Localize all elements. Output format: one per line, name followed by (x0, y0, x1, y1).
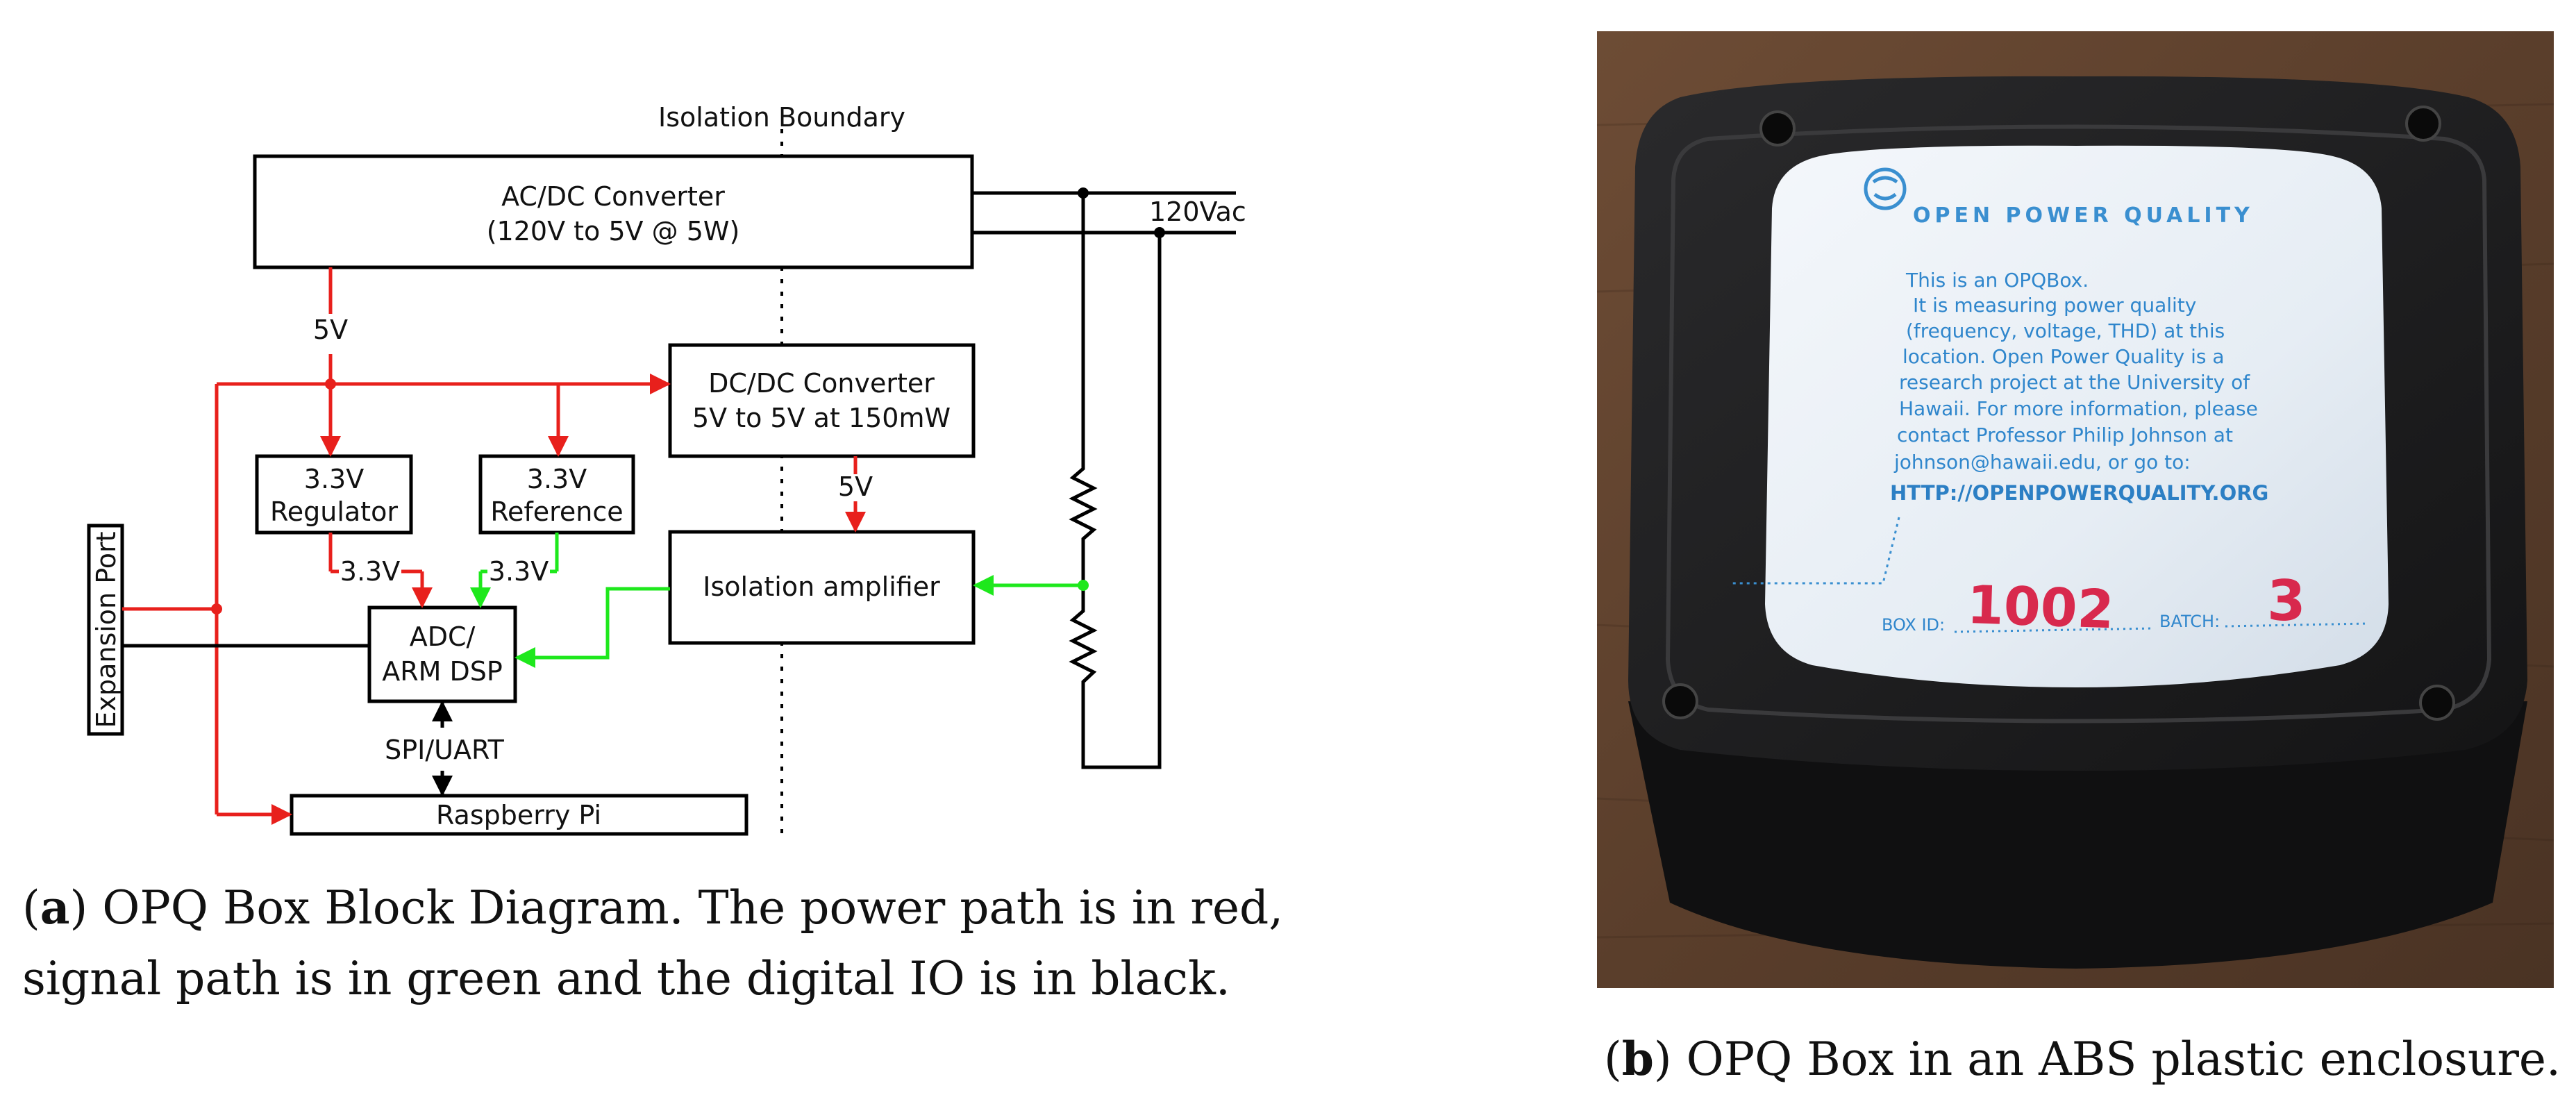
sticker-line: research project at the University of (1899, 371, 2250, 394)
signal-junction-divider (1078, 580, 1089, 591)
sticker-line: contact Professor Philip Johnson at (1897, 424, 2233, 446)
dsp-label: ARM DSP (382, 656, 503, 687)
caption-a-line1: (a) OPQ Box Block Diagram. The power pat… (22, 880, 1283, 935)
reference-output-label: 3.3V (489, 556, 549, 587)
power-5v-label: 5V (313, 315, 348, 345)
sticker-line: (frequency, voltage, THD) at this (1906, 319, 2225, 342)
regulator-output-label: 3.3V (340, 556, 400, 587)
isolation-boundary-label: Isolation Boundary (658, 102, 905, 133)
ac-dc-converter-title: AC/DC Converter (501, 181, 725, 212)
label-sticker (1765, 145, 2389, 687)
ac-dc-converter-spec: (120V to 5V @ 5W) (487, 216, 740, 246)
batch-label: BATCH: (2159, 612, 2220, 631)
signal-path (470, 533, 1083, 668)
screw-icons (1662, 106, 2455, 721)
regulator-box (255, 454, 413, 535)
sticker-line: This is an OPQBox. (1905, 269, 2089, 292)
expansion-port-label: Expansion Port (91, 531, 122, 728)
enclosure-front-side (1628, 701, 2527, 969)
ac-dc-converter-box (253, 154, 974, 269)
sticker-title: OPEN POWER QUALITY (1913, 203, 2254, 228)
power-junction-top (325, 378, 336, 390)
batch-value: 3 (2267, 569, 2306, 633)
sticker-dotted-leader (1729, 517, 1900, 585)
opq-logo-icon (1864, 167, 1907, 210)
sticker-line: It is measuring power quality (1913, 294, 2196, 317)
reference-voltage: 3.3V (527, 464, 587, 494)
sticker-line: location. Open Power Quality is a (1902, 345, 2225, 368)
screw-icon (2405, 106, 2441, 142)
mains-voltage-label: 120Vac (1149, 196, 1246, 227)
digital-io-path (122, 644, 453, 796)
dc-dc-converter-title: DC/DC Converter (708, 368, 935, 399)
reference-name: Reference (490, 496, 623, 527)
regulator-voltage: 3.3V (304, 464, 364, 494)
sticker-line: Hawaii. For more information, please (1899, 397, 2258, 420)
block-diagram: Isolation Boundary 120Vac AC/DC Converte… (87, 102, 1246, 836)
screw-icon (1759, 110, 1796, 147)
dc-dc-converter-box (668, 343, 976, 458)
caption-a-line2: signal path is in green and the digital … (22, 952, 1230, 1005)
box-id-value: 1002 (1966, 574, 2116, 640)
resistor-divider (1069, 193, 1162, 769)
isolation-amplifier-label: Isolation amplifier (703, 571, 940, 602)
isolated-5v-label: 5V (838, 471, 873, 502)
sticker-line: johnson@hawaii.edu, or go to: (1893, 451, 2191, 474)
opq-box-photo: OPEN POWER QUALITY This is an OPQBox. It… (1596, 31, 2554, 988)
screw-icon (1662, 683, 1698, 719)
power-junction-port (211, 603, 222, 614)
sticker-body: This is an OPQBox. It is measuring power… (1893, 269, 2258, 474)
regulator-name: Regulator (270, 496, 398, 527)
screw-icon (2419, 685, 2455, 721)
box-id-label: BOX ID: (1882, 615, 1945, 635)
expansion-port-box (87, 524, 124, 736)
caption-b: (b) OPQ Box in an ABS plastic enclosure. (1604, 1032, 2561, 1086)
power-path (122, 267, 866, 825)
raspberry-pi-label: Raspberry Pi (436, 800, 601, 830)
dc-dc-converter-spec: 5V to 5V at 150mW (692, 403, 951, 433)
box-id-underline (1954, 627, 2153, 633)
sticker-url: HTTP://OPENPOWERQUALITY.ORG (1890, 481, 2268, 505)
adc-label: ADC/ (410, 621, 476, 652)
spi-uart-label: SPI/UART (385, 735, 504, 765)
